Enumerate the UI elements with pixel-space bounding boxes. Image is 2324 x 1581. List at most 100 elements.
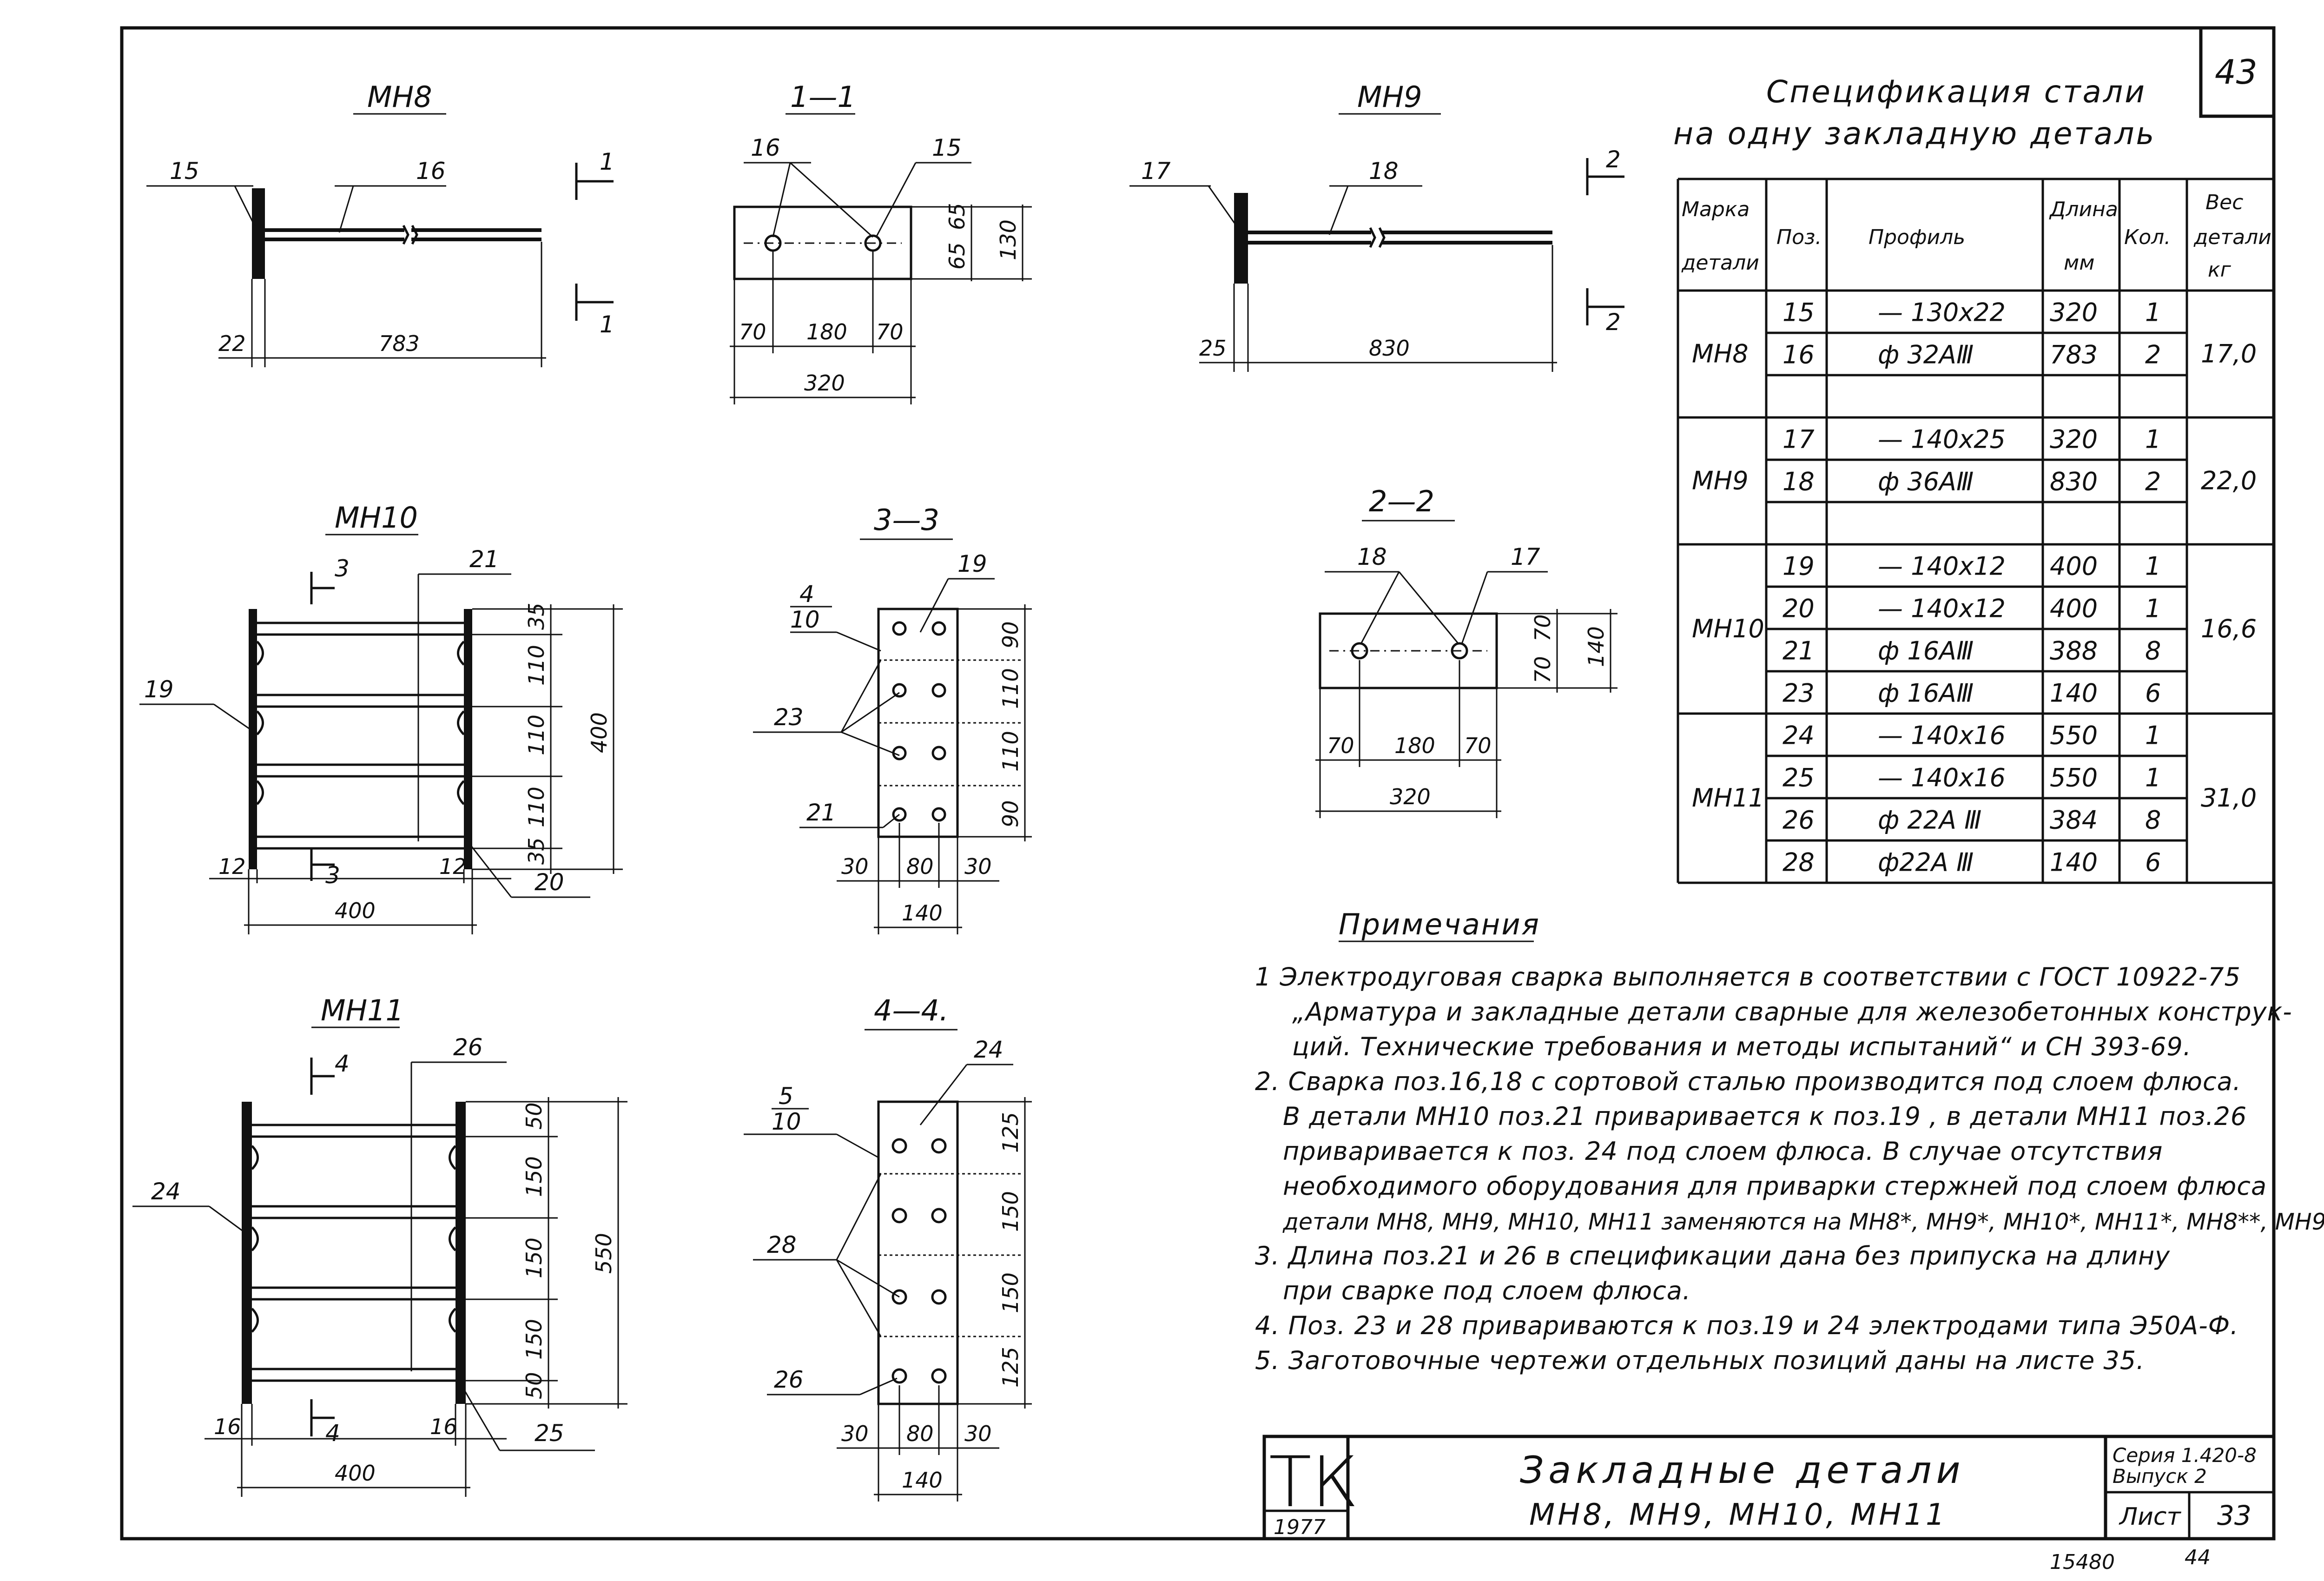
- spec-header-qty: Кол.: [2124, 225, 2171, 249]
- spec-cell-length: 550: [2050, 721, 2098, 750]
- note-line: при сварке под слоем флюса.: [1283, 1276, 1691, 1305]
- section-mark: 1: [600, 148, 614, 175]
- spec-cell-length: 400: [2050, 552, 2098, 581]
- dim-label: 150: [522, 1237, 547, 1278]
- view-title-4-4: 4—4.: [874, 993, 949, 1027]
- spec-cell-weight: 16,6: [2201, 614, 2257, 643]
- pos-label: 10: [790, 606, 820, 633]
- pos-label: 15: [170, 158, 199, 185]
- spec-header-mark: Марка: [1682, 198, 1750, 221]
- dim-label: 90: [998, 800, 1023, 827]
- note-line: детали МН8, МН9, МН10, МН11 заменяются н…: [1282, 1209, 2324, 1235]
- spec-cell-pos: 23: [1783, 679, 1815, 708]
- dim-label: 140: [902, 1468, 943, 1493]
- view-section-2-2: 2—2 18 17 70 70 140 70 180 70 320: [1315, 484, 1618, 818]
- dim-label: 140: [902, 900, 943, 926]
- spec-grid: [1677, 178, 2275, 884]
- page-stamp: 44: [2185, 1546, 2211, 1569]
- spec-cell-profile: — 140х12: [1878, 594, 2006, 623]
- title-block: ТК 1977 Закладные детали МН8, МН9, МН10,…: [1262, 1435, 2276, 1541]
- dim-label: 180: [1394, 733, 1435, 758]
- spec-cell-profile: — 140х16: [1878, 721, 2006, 750]
- view-mn8: МН8 15 16 22 783 1 1: [146, 80, 614, 367]
- note-line: 1 Электродуговая сварка выполняется в со…: [1255, 962, 2241, 992]
- spec-cell-profile: ф 16АⅢ: [1878, 636, 1974, 666]
- spec-cell-qty: 8: [2145, 636, 2161, 666]
- dim-label: 400: [587, 712, 612, 753]
- note-line: приваривается к поз. 24 под слоем флюса.…: [1283, 1137, 2163, 1166]
- pos-label: 5: [779, 1083, 793, 1110]
- org-logo: ТК: [1269, 1442, 1359, 1523]
- dim-label: 90: [998, 621, 1023, 648]
- section-mark: 2: [1606, 309, 1621, 336]
- spec-cell-pos: 15: [1783, 298, 1815, 327]
- spec-table: Спецификация стали на одну закладную дет…: [1673, 74, 2275, 884]
- pos-label: 16: [416, 158, 446, 185]
- spec-cell-qty: 2: [2145, 467, 2161, 496]
- spec-cell-weight: 17,0: [2201, 339, 2257, 369]
- spec-title-line2: на одну закладную деталь: [1673, 116, 2156, 152]
- dim-label: 30: [841, 854, 869, 879]
- dim-label: 80: [906, 854, 934, 879]
- spec-cell-length: 830: [2050, 467, 2098, 496]
- note-line: „Арматура и закладные детали сварные для…: [1292, 997, 2292, 1026]
- dim-label: 110: [524, 714, 549, 755]
- spec-cell-pos: 17: [1783, 425, 1815, 454]
- titleblock-subtitle: МН8, МН9, МН10, МН11: [1529, 1498, 1948, 1532]
- pos-label: 21: [469, 546, 499, 573]
- view-section-1-1: 1—1 16 15 65 65 130 70 180 70 320: [730, 80, 1032, 404]
- plate-17: [1234, 193, 1248, 284]
- dim-label: 70: [1530, 656, 1555, 683]
- dim-label: 70: [1464, 733, 1492, 758]
- section-mark: 4: [335, 1050, 350, 1077]
- spec-header-weight: Вес: [2205, 191, 2243, 214]
- view-title-mn11: МН11: [321, 993, 404, 1027]
- pos-label: 18: [1369, 158, 1399, 185]
- titleblock-series: Серия 1.420-8: [2113, 1444, 2257, 1467]
- spec-cell-profile: ф 16АⅢ: [1878, 679, 1974, 708]
- spec-cell-length: 320: [2050, 298, 2098, 327]
- spec-cell-mark: МН8: [1692, 339, 1749, 369]
- dim-label: 125: [998, 1112, 1023, 1153]
- view-section-3-3: 3—3 4 10 19 23 21 90 110 110 90: [753, 503, 1032, 934]
- spec-cell-profile: — 140х12: [1878, 552, 2006, 581]
- sheet-number-box: [2199, 26, 2276, 118]
- spec-cell-length: 550: [2050, 763, 2098, 793]
- pos-label: 17: [1141, 158, 1171, 185]
- spec-cell-profile: ф 22А Ⅲ: [1878, 806, 1981, 835]
- spec-cell-mark: МН10: [1692, 614, 1764, 643]
- dim-label: 830: [1369, 336, 1410, 361]
- view-title-1-1: 1—1: [790, 80, 856, 114]
- spec-header-weight: кг: [2208, 258, 2232, 282]
- dim-label: 35: [524, 837, 549, 865]
- spec-cell-qty: 2: [2145, 340, 2161, 370]
- spec-cell-qty: 1: [2145, 425, 2161, 454]
- spec-cell-profile: ф22А Ⅲ: [1878, 848, 1974, 877]
- pos-label: 24: [974, 1036, 1004, 1063]
- dim-label: 35: [524, 602, 549, 630]
- spec-header-length: мм: [2064, 251, 2094, 275]
- pos-label: 10: [772, 1108, 801, 1135]
- spec-cell-qty: 6: [2145, 848, 2161, 877]
- pos-label: 26: [774, 1366, 804, 1393]
- spec-cell-qty: 1: [2145, 594, 2161, 623]
- dim-label: 30: [841, 1421, 869, 1446]
- titleblock-sheet-number: 33: [2217, 1500, 2251, 1531]
- sheet-number: 43: [2215, 53, 2258, 92]
- spec-cell-qty: 1: [2145, 298, 2161, 327]
- spec-cell-qty: 6: [2145, 679, 2161, 708]
- spec-cell-profile: — 140х25: [1878, 425, 2006, 454]
- dim-label: 180: [806, 319, 847, 344]
- view-mn11: МН11 26 24 25 4 4 50 150: [132, 993, 627, 1497]
- dim-label: 12: [439, 854, 467, 879]
- dim-label: 400: [335, 1461, 376, 1486]
- spec-cell-length: 140: [2050, 848, 2098, 877]
- spec-cell-profile: — 130х22: [1878, 298, 2006, 327]
- dim-label: 150: [522, 1156, 547, 1197]
- pos-label: 28: [767, 1231, 797, 1258]
- dim-label: 65: [944, 242, 970, 270]
- pos-label: 26: [453, 1034, 483, 1061]
- view-title-2-2: 2—2: [1369, 484, 1434, 518]
- note-line: В детали МН10 поз.21 приваривается к поз…: [1283, 1102, 2247, 1131]
